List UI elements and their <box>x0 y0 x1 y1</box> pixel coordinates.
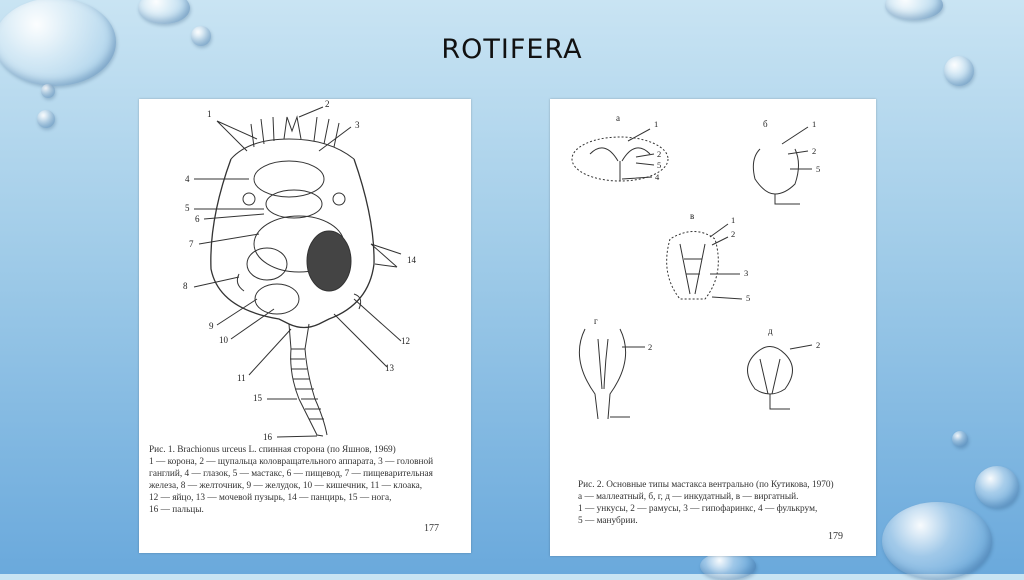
figure-label: 4 <box>655 172 660 182</box>
mastax-types-figure: а б в г д 1 2 5 4 1 2 5 1 2 3 5 2 2 <box>571 113 820 420</box>
figure-label: 11 <box>237 373 246 383</box>
figure-label: 2 <box>657 149 661 159</box>
figure-label: 2 <box>812 146 816 156</box>
rotifer-anatomy-figure: 1 2 3 4 5 6 7 8 9 10 11 12 13 14 15 16 <box>183 99 417 442</box>
figure-label: 6 <box>195 214 200 224</box>
figure-label: 2 <box>325 99 330 109</box>
figure-label: 1 <box>812 119 816 129</box>
figure-label: 16 <box>263 432 273 442</box>
figure-label: 1 <box>654 119 658 129</box>
page-number: 179 <box>828 531 843 542</box>
right-book-page: а б в г д 1 2 5 4 1 2 5 1 2 3 5 2 2 Рис.… <box>550 99 876 556</box>
water-drop <box>885 0 943 20</box>
water-drop <box>944 56 974 86</box>
slide-title: ROTIFERA <box>441 34 583 65</box>
figure-label: 5 <box>816 164 820 174</box>
figure-label: 5 <box>185 203 190 213</box>
figure-label: 1 <box>207 109 212 119</box>
figure-label: 2 <box>648 342 652 352</box>
figure-label: 2 <box>816 340 820 350</box>
panel-letter: б <box>763 119 768 129</box>
figure-label: 8 <box>183 281 188 291</box>
figure-label: 4 <box>185 174 190 184</box>
panel-letter: в <box>690 211 694 221</box>
water-drop <box>191 26 211 46</box>
figure-label: 5 <box>657 160 661 170</box>
figure-label: 2 <box>731 229 735 239</box>
figure-label: 5 <box>746 293 750 303</box>
page-number: 177 <box>424 523 439 534</box>
water-drop <box>975 466 1019 508</box>
water-drop <box>37 110 55 128</box>
water-drop <box>138 0 190 24</box>
figure-label: 3 <box>355 120 360 130</box>
water-drop <box>882 502 992 580</box>
water-drop <box>700 552 756 580</box>
figure-label: 10 <box>219 335 229 345</box>
figure-label: 12 <box>401 336 410 346</box>
figure-label: 13 <box>385 363 395 373</box>
figure-label: 9 <box>209 321 214 331</box>
panel-letter: а <box>616 113 620 123</box>
figure-label: 1 <box>731 215 735 225</box>
figure-label: 7 <box>189 239 194 249</box>
figure-caption: Рис. 1. Brachionus urceus L. спинная сто… <box>149 445 434 515</box>
water-drop <box>0 0 116 86</box>
water-drop <box>952 431 968 447</box>
panel-letter: г <box>594 316 598 326</box>
figure-label: 3 <box>744 268 748 278</box>
figure-label: 14 <box>407 255 417 265</box>
left-book-page: 1 2 3 4 5 6 7 8 9 10 11 12 13 14 15 16 Р… <box>139 99 471 553</box>
figure-label: 15 <box>253 393 263 403</box>
figure-caption: Рис. 2. Основные типы мастакса вентральн… <box>578 480 834 526</box>
water-drop <box>41 84 55 98</box>
panel-letter: д <box>768 326 773 336</box>
